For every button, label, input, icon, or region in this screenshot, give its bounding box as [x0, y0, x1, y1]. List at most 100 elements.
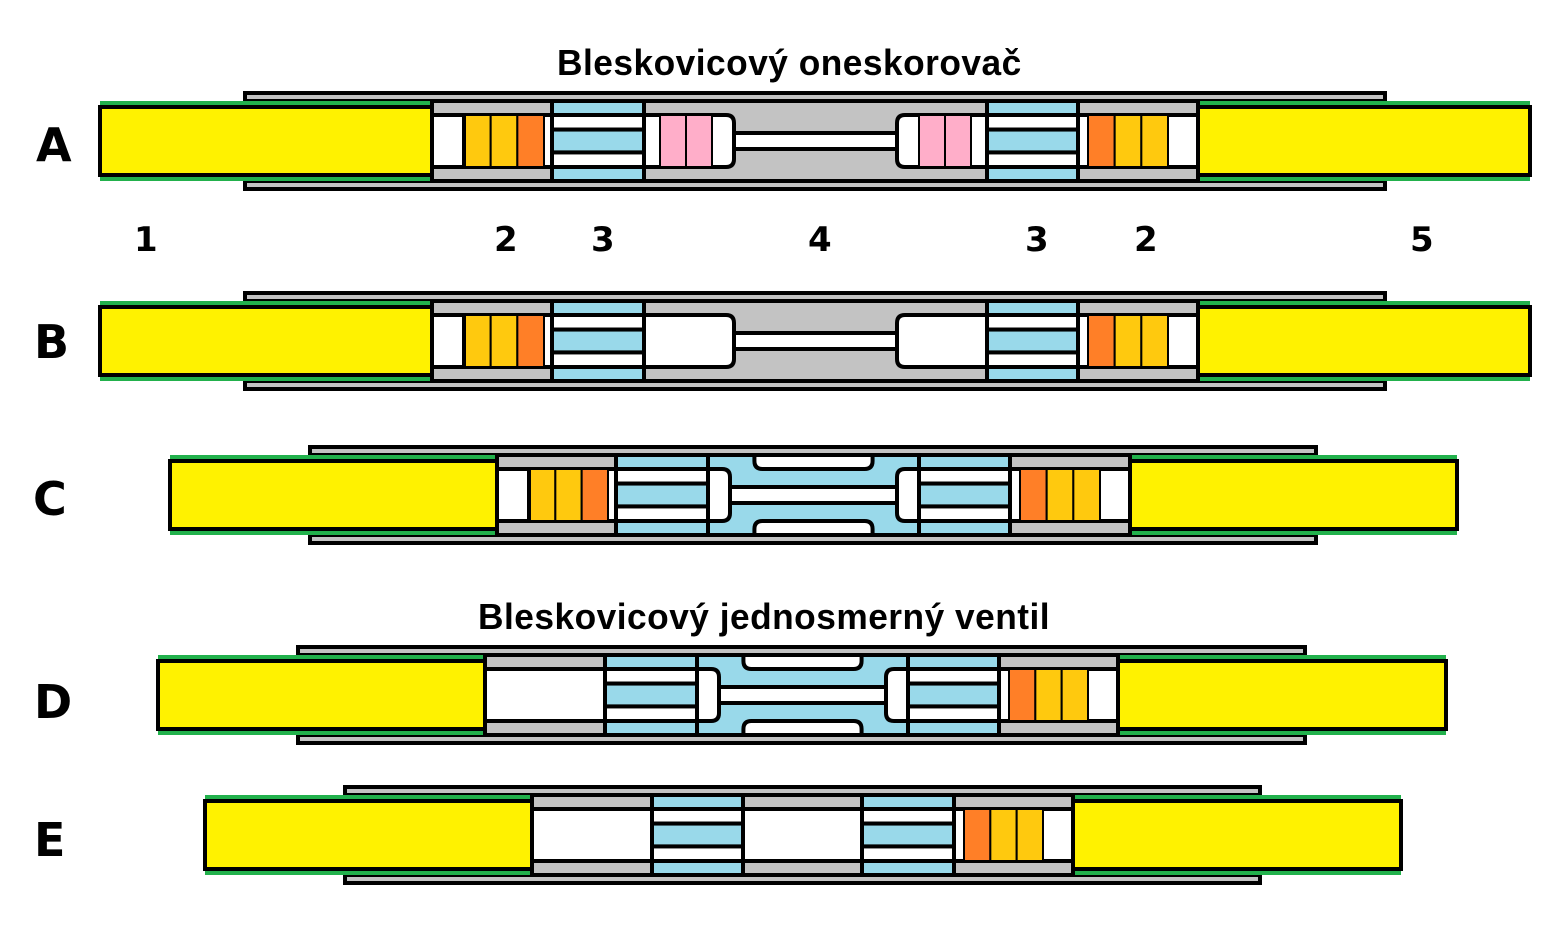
- detonating-cord-core-right: [1071, 799, 1403, 871]
- detonating-cord-core-left: [156, 659, 487, 731]
- row-label-d: D: [34, 675, 73, 729]
- booster-left-channel-top: [603, 667, 699, 686]
- charge-left-pellet: [463, 114, 492, 168]
- delay-pellet-left: [659, 114, 687, 168]
- detonating-cord-core-left: [98, 105, 434, 177]
- booster-left-channel-top: [650, 807, 745, 826]
- booster-left-channel-bottom: [550, 350, 646, 370]
- detonating-cord-core-left: [168, 459, 499, 531]
- assembly-row-b: [98, 291, 1532, 391]
- charge-left-pellet: [489, 114, 519, 168]
- charge-right-pellet: [1140, 314, 1170, 368]
- part-number-1: 1: [134, 220, 158, 260]
- booster-right-core: [985, 327, 1080, 355]
- charge-left-pellet: [516, 314, 545, 368]
- booster-left-core: [614, 481, 710, 509]
- charge-right-pellet: [1113, 314, 1143, 368]
- booster-left-core: [550, 327, 646, 355]
- booster-left-channel-top: [614, 467, 710, 486]
- charge-right-pellet: [1019, 468, 1048, 522]
- delay-pellet-right: [944, 114, 972, 168]
- booster-right-channel-top: [985, 313, 1080, 332]
- booster-right-core: [906, 681, 1001, 709]
- detonating-cord-core-left: [203, 799, 534, 871]
- charge-left-bore: [530, 807, 654, 863]
- expansion-void-bottom: [752, 519, 875, 537]
- charge-right-pellet: [1072, 468, 1102, 522]
- delay-tube: [732, 331, 899, 351]
- booster-left-channel-top: [550, 113, 646, 132]
- detonating-cord-core-right: [1196, 105, 1532, 177]
- charge-left-pellet: [580, 468, 610, 522]
- booster-right-channel-bottom: [985, 150, 1080, 170]
- delay-cap-left: [706, 467, 732, 523]
- charge-right-pellet: [1087, 314, 1116, 368]
- booster-right-channel-bottom: [917, 504, 1012, 524]
- charge-left-pellet: [463, 314, 492, 368]
- delay-pellet-left: [685, 114, 713, 168]
- charge-right-pellet: [1140, 114, 1170, 168]
- delay-cap-right: [895, 313, 989, 369]
- charge-right-pellet: [1008, 668, 1037, 722]
- charge-right-pellet: [963, 808, 992, 862]
- charge-left-pellet: [489, 314, 519, 368]
- detonating-cord-core-right: [1128, 459, 1459, 531]
- title-valve: Bleskovicový jednosmerný ventil: [478, 596, 1051, 637]
- charge-right-pellet: [1045, 468, 1075, 522]
- booster-right-channel-top: [917, 467, 1012, 486]
- row-label-a: A: [36, 118, 72, 172]
- detonating-cord-core-right: [1116, 659, 1448, 731]
- booster-right-channel-top: [860, 807, 956, 826]
- booster-right-core: [917, 481, 1012, 509]
- assembly-row-e: [203, 785, 1403, 885]
- delay-cap-left: [695, 667, 721, 723]
- assembly-row-d: [156, 645, 1448, 745]
- charge-left-pellet: [554, 468, 583, 522]
- expansion-void-bottom: [741, 719, 864, 737]
- delay-tube: [732, 131, 899, 151]
- delay-pellet-right: [918, 114, 946, 168]
- booster-left-channel-bottom: [550, 150, 646, 170]
- row-label-b: B: [34, 315, 70, 369]
- part-number-2-right: 2: [1134, 220, 1158, 260]
- detonating-cord-core-left: [98, 305, 434, 377]
- charge-left-pellet: [528, 468, 557, 522]
- booster-left-core: [650, 821, 745, 849]
- part-number-5: 5: [1410, 220, 1434, 260]
- delay-cap-left: [642, 313, 736, 369]
- part-number-2-left: 2: [494, 220, 518, 260]
- charge-right-pellet: [1015, 808, 1045, 862]
- part-number-4: 4: [808, 220, 832, 260]
- center-void: [741, 807, 864, 863]
- delay-cap-right: [884, 667, 910, 723]
- detonating-cord-core-right: [1196, 305, 1532, 377]
- row-label-c: C: [33, 472, 67, 526]
- booster-right-channel-top: [985, 113, 1080, 132]
- charge-left-bore: [483, 667, 607, 723]
- booster-right-channel-bottom: [860, 844, 956, 864]
- charge-right-pellet: [989, 808, 1018, 862]
- expansion-void-top: [741, 653, 864, 671]
- charge-right-pellet: [1060, 668, 1089, 722]
- charge-left-pellet: [516, 114, 545, 168]
- booster-left-channel-bottom: [650, 844, 745, 864]
- booster-right-channel-bottom: [985, 350, 1080, 370]
- booster-left-core: [603, 681, 699, 709]
- part-number-3-right: 3: [1025, 220, 1049, 260]
- booster-right-channel-top: [906, 667, 1001, 686]
- delay-cap-right: [895, 467, 921, 523]
- booster-right-core: [860, 821, 956, 849]
- delay-tube: [728, 485, 899, 505]
- assembly-row-c: [168, 445, 1459, 545]
- booster-left-channel-bottom: [603, 704, 699, 724]
- booster-right-core: [985, 127, 1080, 155]
- assembly-row-a: [98, 91, 1532, 191]
- expansion-void-top: [752, 453, 875, 471]
- title-delay: Bleskovicový oneskorovač: [557, 42, 1022, 83]
- row-label-e: E: [34, 813, 66, 867]
- charge-right-pellet: [1087, 114, 1116, 168]
- delay-tube: [717, 685, 888, 705]
- part-number-3-left: 3: [591, 220, 615, 260]
- booster-left-channel-top: [550, 313, 646, 332]
